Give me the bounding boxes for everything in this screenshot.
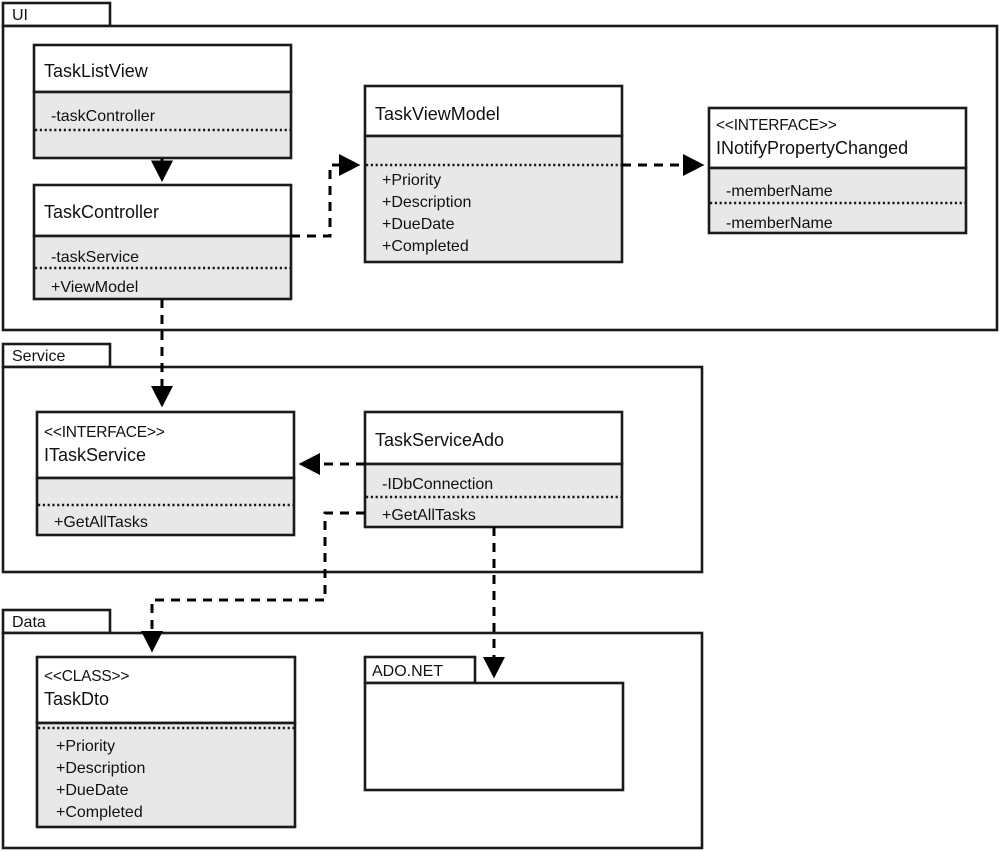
class-tasklistview-name: TaskListView [44,61,149,81]
class-taskdto-members [35,721,297,829]
class-itaskservice[interactable]: <<INTERFACE>> ITaskService +GetAllTasks [35,410,296,537]
class-taskdto[interactable]: <<CLASS>> TaskDto +Priority +Description… [35,655,297,829]
class-taskcontroller-name: TaskController [44,202,159,222]
package-data-label: Data [12,614,46,631]
class-taskserviceado-attribute-0: -IDbConnection [382,476,493,493]
class-inotifypropertychanged-header [707,106,968,170]
class-taskviewmodel-name: TaskViewModel [375,104,500,124]
class-taskviewmodel-operation-2: +DueDate [382,216,455,233]
class-tasklistview[interactable]: TaskListView -taskController [32,43,293,160]
class-taskdto-stereotype: <<CLASS>> [44,668,129,685]
class-inotifypropertychanged-attribute-0: -memberName [726,183,833,200]
class-itaskservice-operation-0: +GetAllTasks [54,514,148,531]
class-taskviewmodel-operation-3: +Completed [382,238,469,255]
class-itaskservice-header [35,410,296,480]
class-taskdto-operation-2: +DueDate [56,782,129,799]
class-taskcontroller-operation-0: +ViewModel [51,279,138,296]
class-taskcontroller-header [32,183,293,238]
class-itaskservice-stereotype: <<INTERFACE>> [44,424,165,441]
package-ui-label: UI [12,7,28,24]
class-inotifypropertychanged-stereotype: <<INTERFACE>> [716,117,837,134]
class-taskdto-operation-1: +Description [56,760,145,777]
class-taskviewmodel-header [363,84,624,138]
class-taskviewmodel-members [363,134,624,264]
class-tasklistview-attribute-0: -taskController [51,108,156,125]
class-taskserviceado-header [363,410,624,466]
class-taskdto-name: TaskDto [44,689,109,709]
class-taskviewmodel-operation-0: +Priority [382,172,441,189]
class-taskviewmodel-operation-1: +Description [382,194,471,211]
class-taskviewmodel[interactable]: TaskViewModel +Priority +Description +Du… [363,84,624,264]
class-inotifypropertychanged-operation-0: -memberName [726,215,833,232]
class-tasklistview-header [32,43,293,94]
class-inotifypropertychanged-members [707,166,968,235]
class-taskserviceado-name: TaskServiceAdo [375,430,504,450]
class-taskdto-operation-3: +Completed [56,804,143,821]
class-taskserviceado-operation-0: +GetAllTasks [382,507,476,524]
class-taskserviceado[interactable]: TaskServiceAdo -IDbConnection +GetAllTas… [363,410,624,529]
package-adonet-label: ADO.NET [372,663,443,680]
package-adonet[interactable]: ADO.NET [363,655,625,792]
class-taskcontroller[interactable]: TaskController -taskService +ViewModel [32,183,293,301]
class-taskdto-header [35,655,297,725]
class-taskcontroller-attribute-0: -taskService [51,249,139,266]
class-taskdto-operation-0: +Priority [56,738,115,755]
connector-taskcontroller-to-taskviewmodel [291,153,361,238]
package-adonet-body [363,681,625,792]
class-inotifypropertychanged-name: INotifyPropertyChanged [716,138,908,158]
class-tasklistview-members [32,90,293,160]
class-taskserviceado-members [363,462,624,529]
class-inotifypropertychanged[interactable]: <<INTERFACE>> INotifyPropertyChanged -me… [707,106,968,235]
class-itaskservice-members [35,476,296,537]
package-service-label: Service [12,348,65,365]
class-itaskservice-name: ITaskService [44,445,146,465]
